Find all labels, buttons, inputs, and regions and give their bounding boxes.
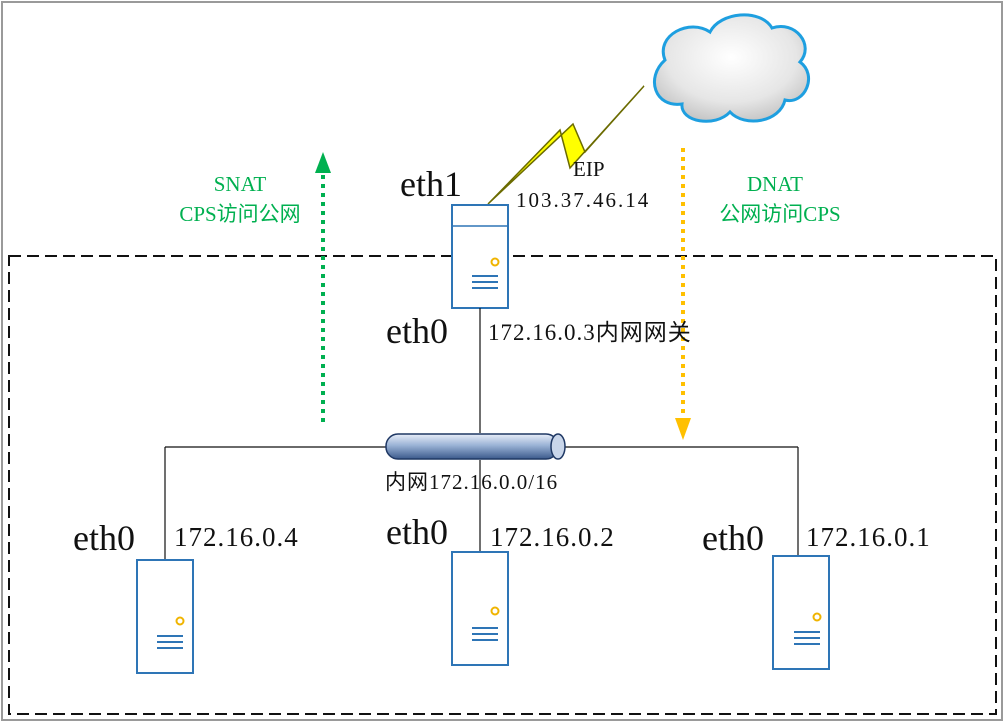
snat-arrow xyxy=(315,152,331,422)
server-left-ip: 172.16.0.4 xyxy=(174,522,299,552)
dnat-title: DNAT xyxy=(747,172,803,196)
server-right-iface: eth0 xyxy=(702,518,764,558)
lightning-bolt-icon xyxy=(487,85,645,205)
subnet-label: 内网172.16.0.0/16 xyxy=(385,470,559,494)
gateway-eth0-description: 172.16.0.3内网网关 xyxy=(488,320,692,345)
server-left-iface: eth0 xyxy=(73,518,135,558)
subnet-pipe-icon xyxy=(385,433,566,460)
eip-label: EIP xyxy=(573,157,605,181)
dnat-arrow xyxy=(675,148,691,440)
server-middle-iface: eth0 xyxy=(386,512,448,552)
gateway-eth1-label: eth1 xyxy=(400,164,462,204)
server-middle-ip: 172.16.0.2 xyxy=(490,522,615,552)
internet-cloud-icon xyxy=(653,13,811,123)
gateway-server-icon xyxy=(451,204,509,309)
server-icon-left xyxy=(136,559,194,674)
server-icon-middle xyxy=(451,551,509,666)
gateway-eth0-label: eth0 xyxy=(386,311,448,351)
eip-address: 103.37.46.14 xyxy=(516,188,651,212)
snat-description: CPS访问公网 xyxy=(179,202,301,226)
server-right-ip: 172.16.0.1 xyxy=(806,522,931,552)
snat-title: SNAT xyxy=(213,172,267,196)
server-icon-right xyxy=(772,555,830,670)
dnat-description: 公网访问CPS xyxy=(719,202,841,226)
